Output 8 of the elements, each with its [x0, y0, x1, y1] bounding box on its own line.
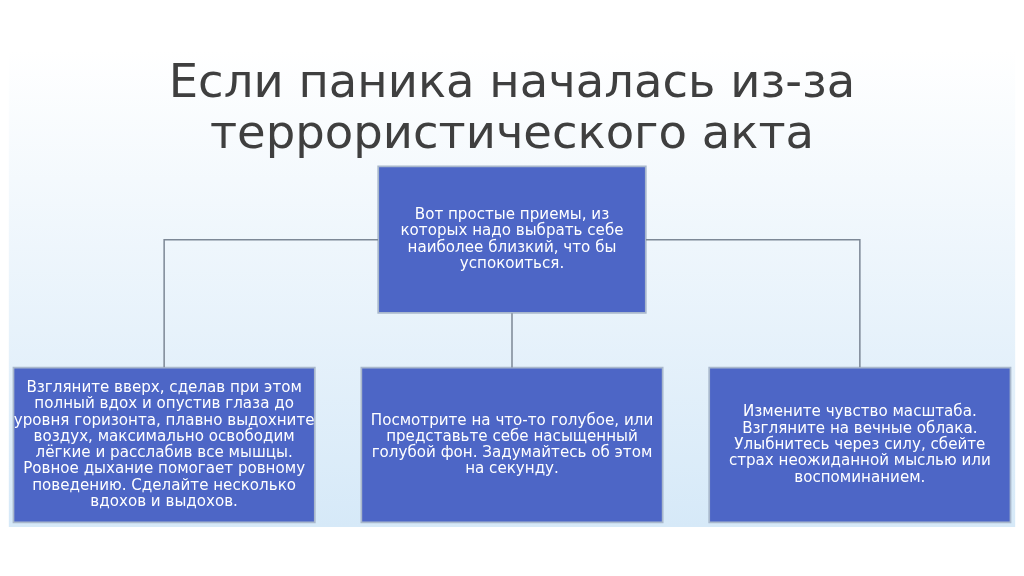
- connector: [511, 311, 513, 368]
- diagram-title: Если паника началась из-за террористического акта: [168, 53, 856, 159]
- node-box: Вот простые приемы, из которых надо выбрать себе наиболее близкий, что бы успокоиться.: [377, 164, 647, 314]
- node-box: Посмотрите на что-то голубое, или представьте себе насыщенный голубой фон. Задумайтесь об этом на секунду.: [360, 366, 664, 523]
- connector: [163, 238, 379, 368]
- connector: [645, 238, 861, 368]
- node-box: Измените чувство масштаба. Взгляните на вечные облака. Улыбнитесь через силу, сбейте страх неожиданной мыслью или воспоминанием.: [708, 366, 1012, 523]
- node-box: Взгляните вверх, сделав при этом полный вдох и опустив глаза до уровня горизонта, плавно выдохните воздух, максимально освободим лёгкие и расслабив все мышцы. Ровное дыхание помогает ровному поведению. Сделайте несколько вдохов и выдохов.: [12, 366, 316, 523]
